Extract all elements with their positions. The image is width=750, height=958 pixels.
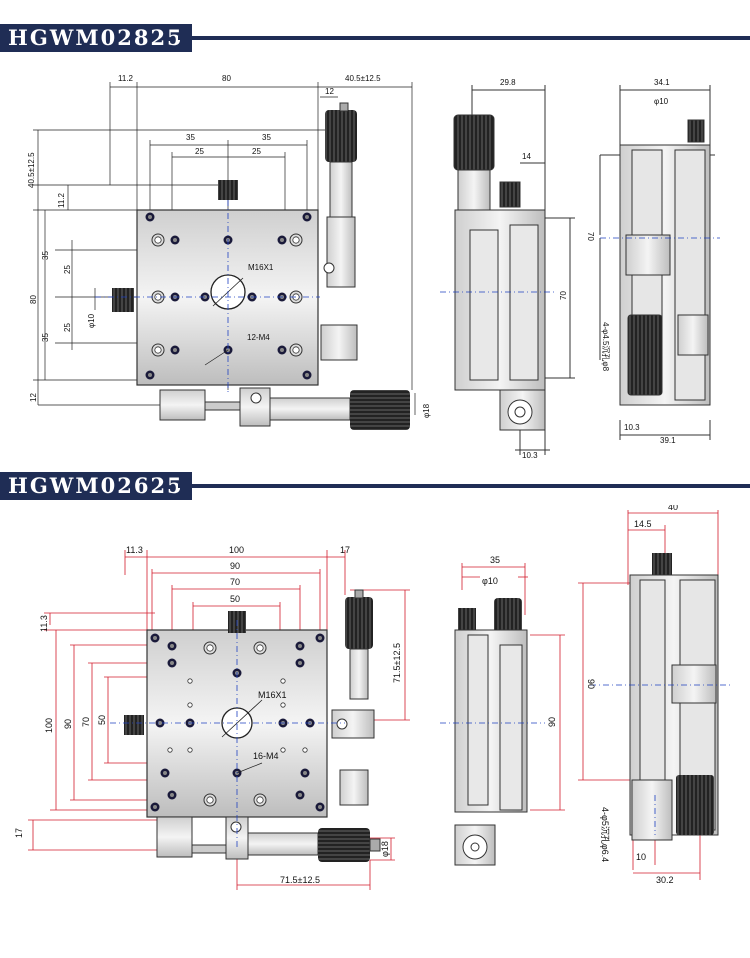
label-holes-top: 4-φ4.5沉孔φ8 xyxy=(601,322,610,372)
dim-25-v1: 25 xyxy=(63,265,72,274)
label-holes-bottom: 4-φ5沉孔φ6.4 xyxy=(600,807,610,862)
label-m16-bottom: M16X1 xyxy=(258,690,287,700)
dim-labels-top: 11.2 80 40.5±12.5 12 29.8 34.1 35 35 25 … xyxy=(27,74,676,460)
front-view-top xyxy=(599,85,715,440)
dim-phi10-side: φ10 xyxy=(654,97,669,106)
centerlines-top xyxy=(95,200,720,395)
micrometer-horizontal-top xyxy=(159,387,410,430)
dim-12-v: 12 xyxy=(29,393,38,402)
dim-35-v1: 35 xyxy=(41,251,50,260)
dim-25a: 25 xyxy=(195,147,204,156)
dim-70-v: 70 xyxy=(81,717,91,727)
side-view-bottom xyxy=(454,598,528,866)
header-rule-bottom xyxy=(178,484,750,488)
dim-80-v: 80 xyxy=(29,295,38,304)
dim-71-5-v: 71.5±12.5 xyxy=(392,643,402,683)
label-m4: 12-M4 xyxy=(247,333,270,342)
micrometer-vertical-top xyxy=(320,102,358,361)
front-view-bottom xyxy=(629,553,719,841)
dim-30-2: 30.2 xyxy=(656,875,674,885)
dim-34-1: 34.1 xyxy=(654,78,670,87)
dim-phi18-bottom: φ18 xyxy=(380,841,390,857)
side-knob-top xyxy=(112,288,134,312)
side-knob-bottom xyxy=(124,715,144,735)
label-m4-bottom: 16-M4 xyxy=(253,751,279,761)
dim-35a: 35 xyxy=(186,133,195,142)
dim-phi18: φ18 xyxy=(422,403,431,418)
dim-100: 100 xyxy=(229,545,244,555)
dim-50h: 50 xyxy=(230,594,240,604)
dim-35: 35 xyxy=(490,555,500,565)
lock-knob-top xyxy=(218,180,238,200)
dim-70: 70 xyxy=(559,291,568,300)
side-view-top xyxy=(453,85,575,455)
label-m16: M16X1 xyxy=(248,263,274,272)
dim-11-2: 11.2 xyxy=(118,74,134,83)
dim-40-5-v: 40.5±12.5 xyxy=(27,152,36,188)
section-header-top: HGWM02825 xyxy=(0,24,750,52)
dim-100-v: 100 xyxy=(44,718,54,733)
dim-35-v2: 35 xyxy=(41,333,50,342)
dim-11-3-v: 11.3 xyxy=(39,615,49,632)
section-header-bottom: HGWM02625 xyxy=(0,472,750,500)
dim-phi10-v: φ10 xyxy=(87,313,96,328)
header-rule-top xyxy=(178,36,750,40)
dim-80: 80 xyxy=(222,74,231,83)
dim-29-8: 29.8 xyxy=(500,78,516,87)
centerlines-bottom xyxy=(110,620,730,850)
dim-11-2-v: 11.2 xyxy=(57,192,66,208)
dim-39-1: 39.1 xyxy=(660,436,676,445)
dim-70b: 70 xyxy=(586,232,595,241)
dim-14-5: 14.5 xyxy=(634,519,652,529)
dim-50-v: 50 xyxy=(97,715,107,725)
drawing-top: 11.2 80 40.5±12.5 12 29.8 34.1 35 35 25 … xyxy=(27,74,720,460)
dim-17: 17 xyxy=(340,545,350,555)
dim-10-3a: 10.3 xyxy=(522,451,538,460)
dim-11-3: 11.3 xyxy=(126,545,143,555)
dim-90-v: 90 xyxy=(63,719,73,729)
dim-35b: 35 xyxy=(262,133,271,142)
dim-14: 14 xyxy=(522,152,531,161)
dim-10: 10 xyxy=(636,852,646,862)
dim-70h: 70 xyxy=(230,577,240,587)
model-title-top: HGWM02825 xyxy=(0,24,192,52)
dim-40: 40 xyxy=(668,505,678,512)
dim-12: 12 xyxy=(325,87,334,96)
drawing-bottom: 11.3 100 17 90 70 50 35 φ10 40 14.5 11.3… xyxy=(14,505,730,890)
dim-90: 90 xyxy=(230,561,240,571)
dim-40-5: 40.5±12.5 xyxy=(345,74,381,83)
micrometer-vertical-bottom xyxy=(331,589,375,806)
dim-17-v: 17 xyxy=(14,828,24,838)
dim-10-3b: 10.3 xyxy=(624,423,640,432)
dim-phi10: φ10 xyxy=(482,576,498,586)
dim-25-v2: 25 xyxy=(63,323,72,332)
dim-71-5-h: 71.5±12.5 xyxy=(280,875,320,885)
dim-90-r: 90 xyxy=(547,717,557,727)
micrometer-horizontal-bottom xyxy=(156,816,381,862)
dim-labels-bottom: 11.3 100 17 90 70 50 35 φ10 40 14.5 11.3… xyxy=(14,505,678,885)
dim-lines-bottom xyxy=(28,510,719,890)
dim-90-s: 90 xyxy=(586,679,596,689)
dim-25b: 25 xyxy=(252,147,261,156)
model-title-bottom: HGWM02625 xyxy=(0,472,192,500)
